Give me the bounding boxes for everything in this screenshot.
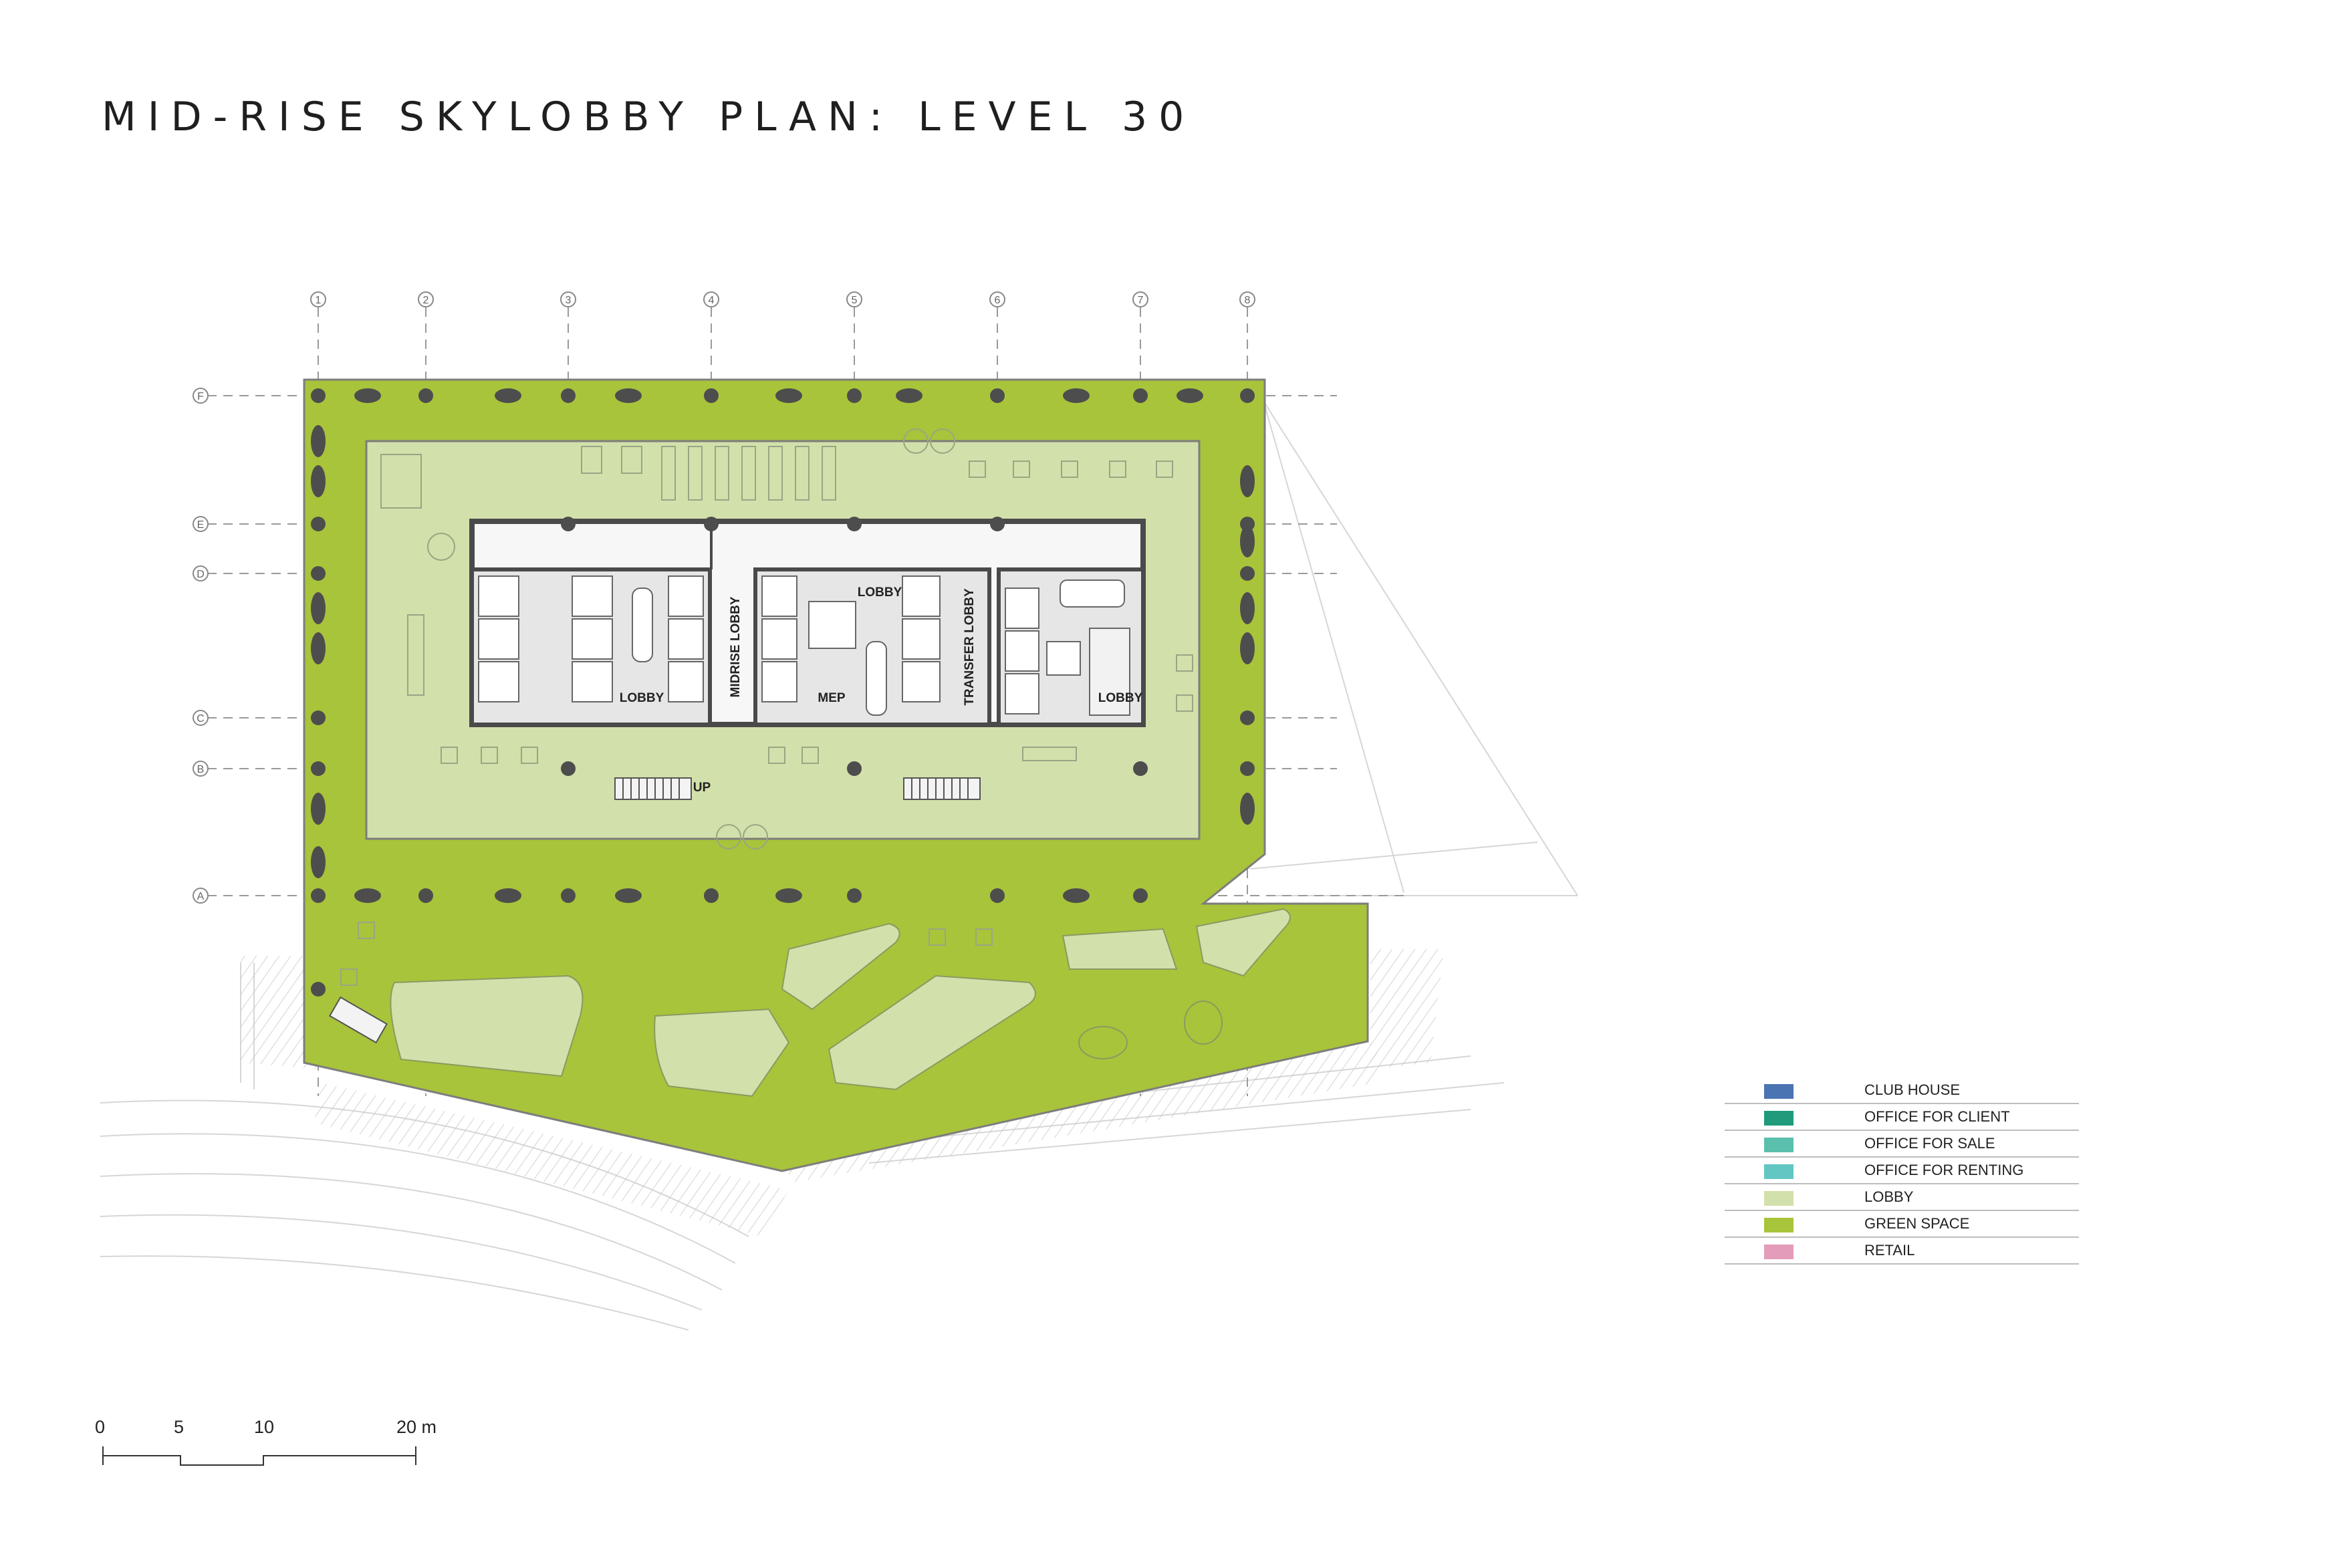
legend-swatch <box>1764 1191 1794 1206</box>
grid-row-label: E <box>197 519 205 531</box>
legend-item: GREEN SPACE <box>1725 1211 2079 1238</box>
stairs <box>328 777 981 1044</box>
legend-label: LOBBY <box>1864 1188 1914 1205</box>
legend-swatch <box>1764 1245 1794 1259</box>
stair-up-label: UP <box>693 781 711 795</box>
legend-swatch <box>1764 1084 1794 1099</box>
grid-col-label: 8 <box>1245 295 1251 306</box>
grid-bubbles-rows: F E D C B A <box>193 388 209 904</box>
legend-label: OFFICE FOR SALE <box>1864 1135 1995 1152</box>
scale-label: 20 m <box>396 1417 437 1437</box>
legend-item: CLUB HOUSE <box>1725 1077 2079 1104</box>
grid-row-label: A <box>197 891 205 902</box>
legend-label: GREEN SPACE <box>1864 1215 1970 1232</box>
legend-label: RETAIL <box>1864 1242 1915 1259</box>
legend-swatch <box>1764 1218 1794 1232</box>
grid-col-label: 5 <box>852 295 858 306</box>
legend-item: RETAIL <box>1725 1238 2079 1265</box>
scale-label: 10 <box>254 1417 275 1437</box>
legend-label: OFFICE FOR CLIENT <box>1864 1108 2010 1125</box>
room-label-lobby: LOBBY <box>620 691 664 705</box>
grid-row-label: C <box>197 713 205 725</box>
legend-item: OFFICE FOR CLIENT <box>1725 1104 2079 1131</box>
legend-label: CLUB HOUSE <box>1864 1081 1961 1098</box>
lobby-furniture <box>340 428 1193 986</box>
legend-item: OFFICE FOR SALE <box>1725 1131 2079 1158</box>
grid-col-label: 2 <box>423 295 429 306</box>
room-label-mep: MEP <box>818 691 846 705</box>
legend-label: OFFICE FOR RENTING <box>1864 1162 2024 1178</box>
scale-bar-graphic <box>102 1446 416 1466</box>
grid-bubbles-columns: 1 2 3 4 5 6 7 8 <box>310 291 1255 307</box>
scale-label: 5 <box>174 1417 184 1437</box>
grid-row-label: D <box>197 569 205 580</box>
grid-col-label: 1 <box>316 295 322 306</box>
legend-swatch <box>1764 1111 1794 1126</box>
room-label-lobby: LOBBY <box>1098 691 1143 705</box>
legend: CLUB HOUSE OFFICE FOR CLIENT OFFICE FOR … <box>1725 1077 2079 1265</box>
grid-row-label: F <box>197 391 204 402</box>
room-label-lobby: LOBBY <box>858 585 902 600</box>
grid-col-label: 6 <box>995 295 1001 306</box>
legend-item: OFFICE FOR RENTING <box>1725 1158 2079 1184</box>
terrace-lobby-patches <box>390 908 1291 1097</box>
sheet-title: MID-RISE SKYLOBBY PLAN: LEVEL 30 <box>102 94 1196 140</box>
structural-columns <box>311 388 1255 997</box>
building-core <box>469 519 1146 727</box>
site-hatch-left <box>241 949 1444 1236</box>
room-label-midrise-lobby: MIDRISE LOBBY <box>729 596 743 697</box>
room-labels: LOBBY LOBBY MEP LOBBY MIDRISE LOBBY TRAN… <box>620 585 1143 795</box>
grid-col-label: 4 <box>709 295 715 306</box>
grid-row-label: B <box>197 764 205 775</box>
scale-label: 0 <box>95 1417 106 1437</box>
scale-bar: 0 5 10 20 m <box>94 1417 468 1484</box>
grid-col-label: 3 <box>566 295 572 306</box>
grid-col-label: 7 <box>1138 295 1144 306</box>
legend-item: LOBBY <box>1725 1184 2079 1211</box>
legend-swatch <box>1764 1164 1794 1179</box>
room-label-transfer-lobby: TRANSFER LOBBY <box>963 588 977 706</box>
legend-swatch <box>1764 1138 1794 1152</box>
